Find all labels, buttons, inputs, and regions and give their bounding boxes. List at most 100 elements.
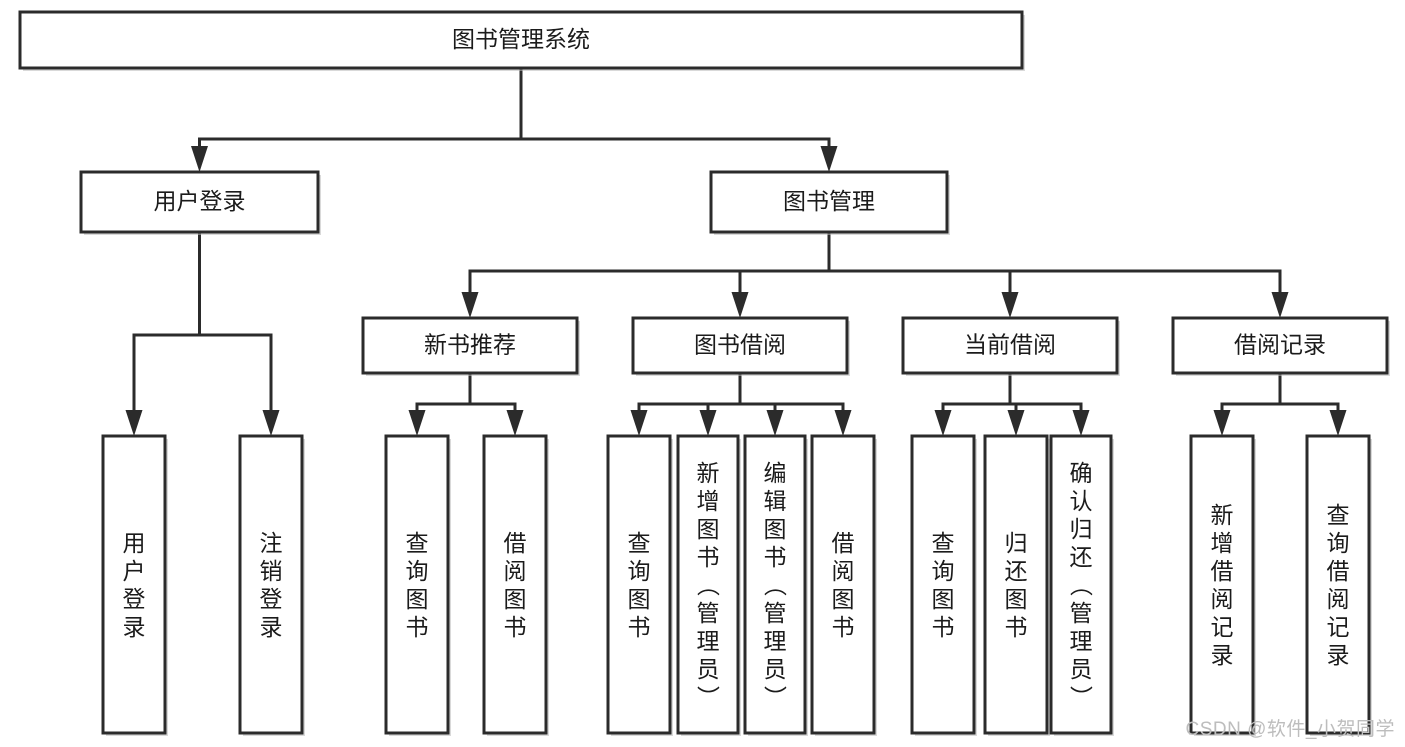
- node-label-char: 登: [123, 586, 146, 612]
- node-label-char: 增: [1211, 530, 1234, 556]
- node-rect[interactable]: [1305, 434, 1371, 735]
- connector-group-new-book-recommend: [408, 371, 524, 436]
- node-label-char: 理: [764, 628, 787, 654]
- node-rect[interactable]: [810, 434, 876, 735]
- node-rect[interactable]: [676, 434, 740, 735]
- node-label-char: 书: [504, 614, 527, 640]
- node-label: 图书管理系统: [452, 26, 590, 52]
- node-rect[interactable]: [238, 434, 304, 735]
- node-label-char: 借: [504, 530, 527, 556]
- arrow-head-icon: [408, 410, 426, 436]
- node-label-char: 员: [697, 656, 720, 682]
- node-label-char: 图: [406, 586, 429, 612]
- node-label-char: 理: [1070, 628, 1093, 654]
- node-layer: 图书管理系统用户登录图书管理新书推荐图书借阅当前借阅借阅记录用户登录注销登录查询…: [18, 10, 1390, 736]
- node-label-char: 查: [1327, 502, 1350, 528]
- node-rect[interactable]: [79, 170, 320, 234]
- connector-group-book-manage: [461, 230, 1289, 318]
- node-label-char: 用: [123, 530, 146, 556]
- node-borrow-record[interactable]: 借阅记录: [1171, 316, 1390, 376]
- node-label-char: （: [695, 573, 721, 596]
- node-label-char: 借: [1327, 558, 1350, 584]
- node-label-char: 书: [1005, 614, 1028, 640]
- node-root[interactable]: 图书管理系统: [18, 10, 1025, 71]
- arrow-head-icon: [1001, 292, 1019, 318]
- node-label-char: 新: [697, 460, 720, 486]
- node-label-char: 图: [764, 516, 787, 542]
- node-label-char: 阅: [504, 558, 527, 584]
- arrow-head-icon: [1271, 292, 1289, 318]
- node-rect[interactable]: [901, 316, 1119, 375]
- node-rect[interactable]: [482, 434, 548, 735]
- node-rect[interactable]: [384, 434, 450, 735]
- node-current-borrow[interactable]: 当前借阅: [901, 316, 1120, 376]
- node-label-char: 理: [697, 628, 720, 654]
- node-rect[interactable]: [1171, 316, 1389, 375]
- node-rect[interactable]: [361, 316, 579, 375]
- node-book-manage[interactable]: 图书管理: [709, 170, 950, 235]
- node-rect[interactable]: [983, 434, 1049, 735]
- node-label-char: 辑: [764, 488, 787, 514]
- arrow-head-icon: [766, 410, 784, 436]
- node-label-char: 管: [697, 600, 720, 626]
- node-user-login[interactable]: 用户登录: [79, 170, 321, 235]
- node-label-char: 书: [832, 614, 855, 640]
- node-rect[interactable]: [743, 434, 807, 735]
- node-label-char: 图: [832, 586, 855, 612]
- arrow-head-icon: [834, 410, 852, 436]
- node-label-char: 还: [1005, 558, 1028, 584]
- node-label-char: 销: [260, 558, 283, 584]
- node-label-char: 录: [1327, 642, 1350, 668]
- node-label-char: 录: [123, 614, 146, 640]
- node-rect[interactable]: [101, 434, 167, 735]
- node-label-char: 查: [628, 530, 651, 556]
- node-label-char: 书: [697, 544, 720, 570]
- node-rect[interactable]: [606, 434, 672, 735]
- node-label: 当前借阅: [964, 332, 1056, 358]
- arrow-head-icon: [630, 410, 648, 436]
- arrow-head-icon: [731, 292, 749, 318]
- node-rect[interactable]: [1049, 434, 1113, 735]
- node-rect[interactable]: [18, 10, 1024, 70]
- node-label-char: （: [762, 573, 788, 596]
- node-rect[interactable]: [631, 316, 849, 375]
- node-label-char: 书: [932, 614, 955, 640]
- connector-group-book-borrow: [630, 371, 852, 436]
- node-label-char: 录: [1211, 642, 1234, 668]
- node-label-char: 员: [764, 656, 787, 682]
- node-label-char: 图: [1005, 586, 1028, 612]
- connector-group-borrow-record: [1213, 371, 1347, 436]
- arrow-head-icon: [1329, 410, 1347, 436]
- node-label-char: 归: [1070, 516, 1093, 542]
- node-label-char: ）: [695, 685, 721, 708]
- watermark-label: CSDN @软件_小贺同学: [1185, 719, 1395, 740]
- node-label-char: 查: [932, 530, 955, 556]
- node-label-char: （: [1068, 573, 1094, 596]
- node-label-char: 阅: [1211, 586, 1234, 612]
- arrow-head-icon: [699, 410, 717, 436]
- node-rect[interactable]: [709, 170, 949, 234]
- node-rect[interactable]: [1189, 434, 1255, 735]
- node-user-login-leaf[interactable]: 用户登录: [101, 434, 168, 736]
- node-rect[interactable]: [910, 434, 976, 735]
- node-book-borrow[interactable]: 图书借阅: [631, 316, 850, 376]
- connector-group-current-borrow: [934, 371, 1090, 436]
- node-label-char: 记: [1327, 614, 1350, 640]
- node-new-book-recommend[interactable]: 新书推荐: [361, 316, 580, 376]
- node-label-char: 认: [1070, 488, 1093, 514]
- arrow-head-icon: [262, 410, 280, 436]
- node-label-char: 借: [832, 530, 855, 556]
